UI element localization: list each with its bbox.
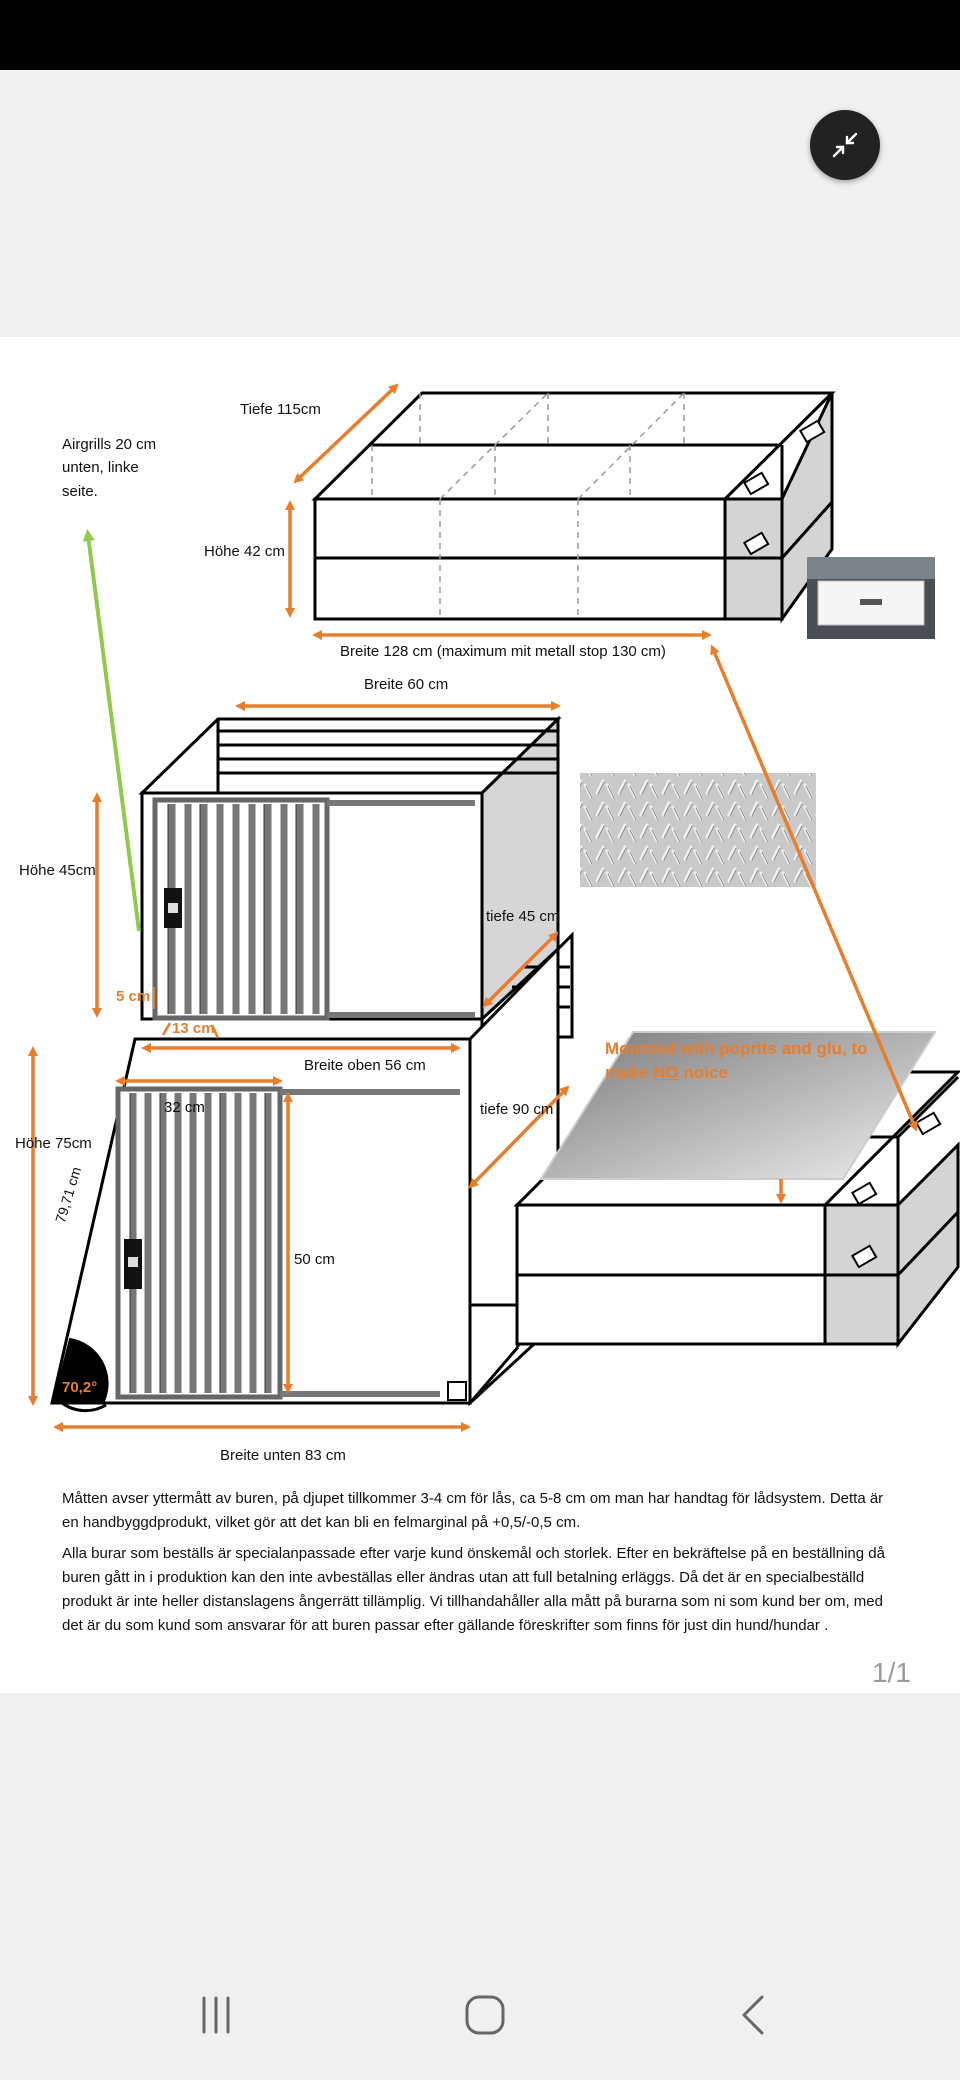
back-icon: [742, 1995, 764, 2035]
viewer-top-area: [0, 70, 960, 337]
angle-marker: [52, 1337, 109, 1402]
label-airgrills: Airgrills 20 cm unten, linke seite.: [62, 436, 157, 500]
document-page: Tiefe 115cm Airgrills 20 cm unten, linke…: [0, 337, 960, 1694]
corner-square: [447, 1381, 467, 1401]
top-box-handles: [742, 419, 826, 556]
label-breite-60: Breite 60 cm: [364, 676, 449, 693]
status-bar: [0, 0, 960, 70]
checker-plate-image: [580, 773, 816, 887]
label-tiefe-45: tiefe 45 cm: [486, 908, 560, 925]
recent-apps-icon: [202, 1996, 230, 2034]
label-hoehe-75: Höhe 75cm: [15, 1135, 92, 1152]
collapse-arrows-icon: [832, 132, 858, 158]
label-13-cm: 13 cm: [172, 1020, 215, 1037]
car-photo-thumbnail: [807, 557, 935, 639]
page-counter: 1/1: [872, 1657, 911, 1688]
lower-crate-door: [115, 1086, 460, 1400]
label-tiefe-90: tiefe 90 cm: [480, 1101, 554, 1118]
home-icon: [465, 1995, 505, 2035]
lower-box-handles: [850, 1111, 942, 1269]
paragraph-terms: Alla burar som beställs är specialanpass…: [62, 1545, 885, 1634]
collapse-button[interactable]: [810, 110, 880, 180]
label-tiefe-115: Tiefe 115cm: [240, 401, 321, 418]
recent-apps-button[interactable]: [186, 1985, 246, 2045]
top-drawer-box: [311, 391, 836, 624]
label-50-cm: 50 cm: [294, 1251, 335, 1268]
label-5-cm: 5 cm: [116, 988, 151, 1005]
label-breite-unten-83: Breite unten 83 cm: [220, 1447, 346, 1464]
label-32-cm: 32 cm: [164, 1099, 205, 1116]
label-hoehe-42: Höhe 42 cm: [204, 543, 285, 560]
upper-crate-door: [152, 797, 475, 1021]
mounting-notice: Mounted with poprits and glu, to make NO…: [605, 1039, 868, 1082]
back-button[interactable]: [724, 1985, 784, 2045]
viewer-bottom-area: [0, 1693, 960, 2080]
label-breite-oben-56: Breite oben 56 cm: [304, 1057, 426, 1074]
dimension-arrows: [28, 383, 918, 1432]
label-angle: 70,2°: [62, 1379, 98, 1396]
home-button[interactable]: [455, 1985, 515, 2045]
crate-diagram: [28, 383, 960, 1432]
airgrill-arrow: [82, 529, 141, 932]
label-hoehe-45: Höhe 45cm: [19, 862, 96, 879]
label-breite-128: Breite 128 cm (maximum mit metall stop 1…: [340, 643, 666, 660]
paragraph-dimensions: Måtten avser yttermått av buren, på djup…: [62, 1490, 884, 1531]
